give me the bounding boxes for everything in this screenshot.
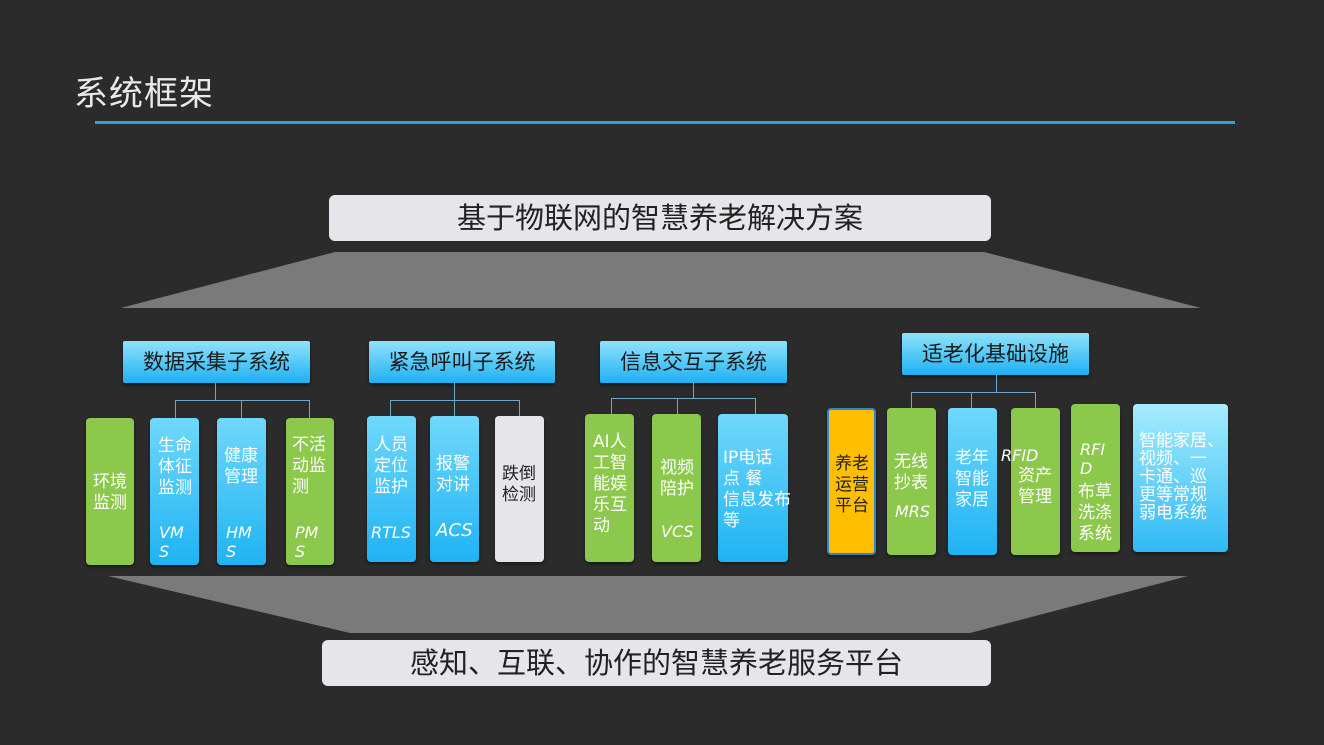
box-label: 智能家居、 视频、一 卡通、巡 更等常规 弱电系统 — [1139, 431, 1224, 523]
box-code: PM S — [295, 523, 319, 561]
box-vital-signs[interactable]: 生命 体征 监测 VM S — [150, 418, 199, 565]
box-label: 健康 管理 — [224, 446, 258, 487]
connector — [454, 400, 455, 416]
box-fall-detection[interactable]: 跌倒 检测 — [495, 416, 544, 562]
box-alarm-intercom[interactable]: 报警 对讲 ACS — [430, 416, 479, 562]
connector — [390, 400, 391, 416]
box-ip-phone[interactable]: IP电话 点 餐 信息发布 等 — [718, 414, 791, 562]
box-ai-entertainment[interactable]: AI人 工智 能娱 乐互 动 — [585, 414, 634, 562]
box-environment-monitoring[interactable]: 环境 监测 — [86, 418, 134, 565]
connector — [454, 383, 455, 401]
box-label: 生命 体征 监测 — [158, 436, 192, 498]
box-smart-home[interactable]: 老年 智能 家居 — [948, 408, 997, 555]
connector — [175, 400, 310, 401]
box-label: 不活 动监 测 — [292, 435, 326, 497]
box-label: AI人 工智 能娱 乐互 动 — [593, 432, 627, 536]
box-label: 跌倒 检测 — [502, 464, 536, 505]
connector — [390, 400, 520, 401]
box-label: IP电话 点 餐 信息发布 等 — [723, 448, 791, 531]
connector — [611, 398, 612, 414]
slide-title: 系统框架 — [74, 74, 214, 114]
header-info-interaction[interactable]: 信息交互子系统 — [600, 341, 787, 383]
box-inactivity-monitoring[interactable]: 不活 动监 测 PM S — [286, 418, 334, 565]
box-elderly-operation-platform[interactable]: 养老 运营 平台 — [827, 408, 876, 555]
connector — [996, 375, 997, 393]
connector — [611, 398, 756, 399]
bottom-trapezoid — [108, 576, 1188, 633]
header-data-collection[interactable]: 数据采集子系统 — [123, 341, 310, 383]
box-label: 报警 对讲 — [436, 454, 470, 495]
box-label: 视频 陪护 — [660, 458, 694, 499]
connector — [1035, 392, 1036, 408]
top-trapezoid — [121, 252, 1201, 308]
connector — [911, 392, 1036, 393]
box-weak-current-systems[interactable]: 智能家居、 视频、一 卡通、巡 更等常规 弱电系统 — [1133, 404, 1228, 552]
header-elderly-infrastructure[interactable]: 适老化基础设施 — [902, 333, 1089, 375]
box-label: 人员 定位 监护 — [374, 435, 408, 497]
box-asset-management[interactable]: 资产 管理 RFID — [1001, 408, 1060, 555]
header-emergency-call[interactable]: 紧急呼叫子系统 — [369, 341, 555, 383]
box-code: RFI D — [1080, 440, 1106, 478]
box-label: 养老 运营 平台 — [835, 454, 869, 516]
box-code: RFID — [1001, 446, 1039, 465]
box-label: 无线 抄表 — [894, 452, 928, 493]
connector — [519, 400, 520, 416]
connector — [693, 383, 694, 399]
connector — [755, 398, 756, 414]
box-label: 布草 洗涤 系统 — [1078, 482, 1112, 544]
box-health-management[interactable]: 健康 管理 HM S — [217, 418, 266, 565]
box-video-companion[interactable]: 视频 陪护 VCS — [652, 414, 701, 562]
connector — [911, 392, 912, 408]
connector — [971, 392, 972, 408]
box-code: MRS — [895, 502, 931, 521]
top-banner: 基于物联网的智慧养老解决方案 — [329, 195, 991, 241]
connector — [677, 398, 678, 414]
connector — [309, 400, 310, 418]
box-code: ACS — [436, 520, 473, 541]
connector — [215, 383, 216, 401]
bottom-banner: 感知、互联、协作的智慧养老服务平台 — [322, 640, 991, 686]
box-linen-washing[interactable]: 布草 洗涤 系统 RFI D — [1071, 404, 1120, 552]
box-label: 环境 监测 — [93, 472, 127, 513]
box-label: 资产 管理 — [1018, 466, 1052, 507]
box-label: 老年 智能 家居 — [955, 448, 989, 510]
title-divider — [95, 121, 1235, 124]
box-code: VM S — [159, 523, 184, 561]
box-wireless-meter[interactable]: 无线 抄表 MRS — [887, 408, 936, 555]
connector — [241, 400, 242, 418]
box-code: HM S — [226, 523, 252, 561]
box-code: RTLS — [371, 523, 411, 542]
box-code: VCS — [661, 522, 694, 541]
box-personnel-positioning[interactable]: 人员 定位 监护 RTLS — [367, 416, 416, 562]
connector — [175, 400, 176, 418]
